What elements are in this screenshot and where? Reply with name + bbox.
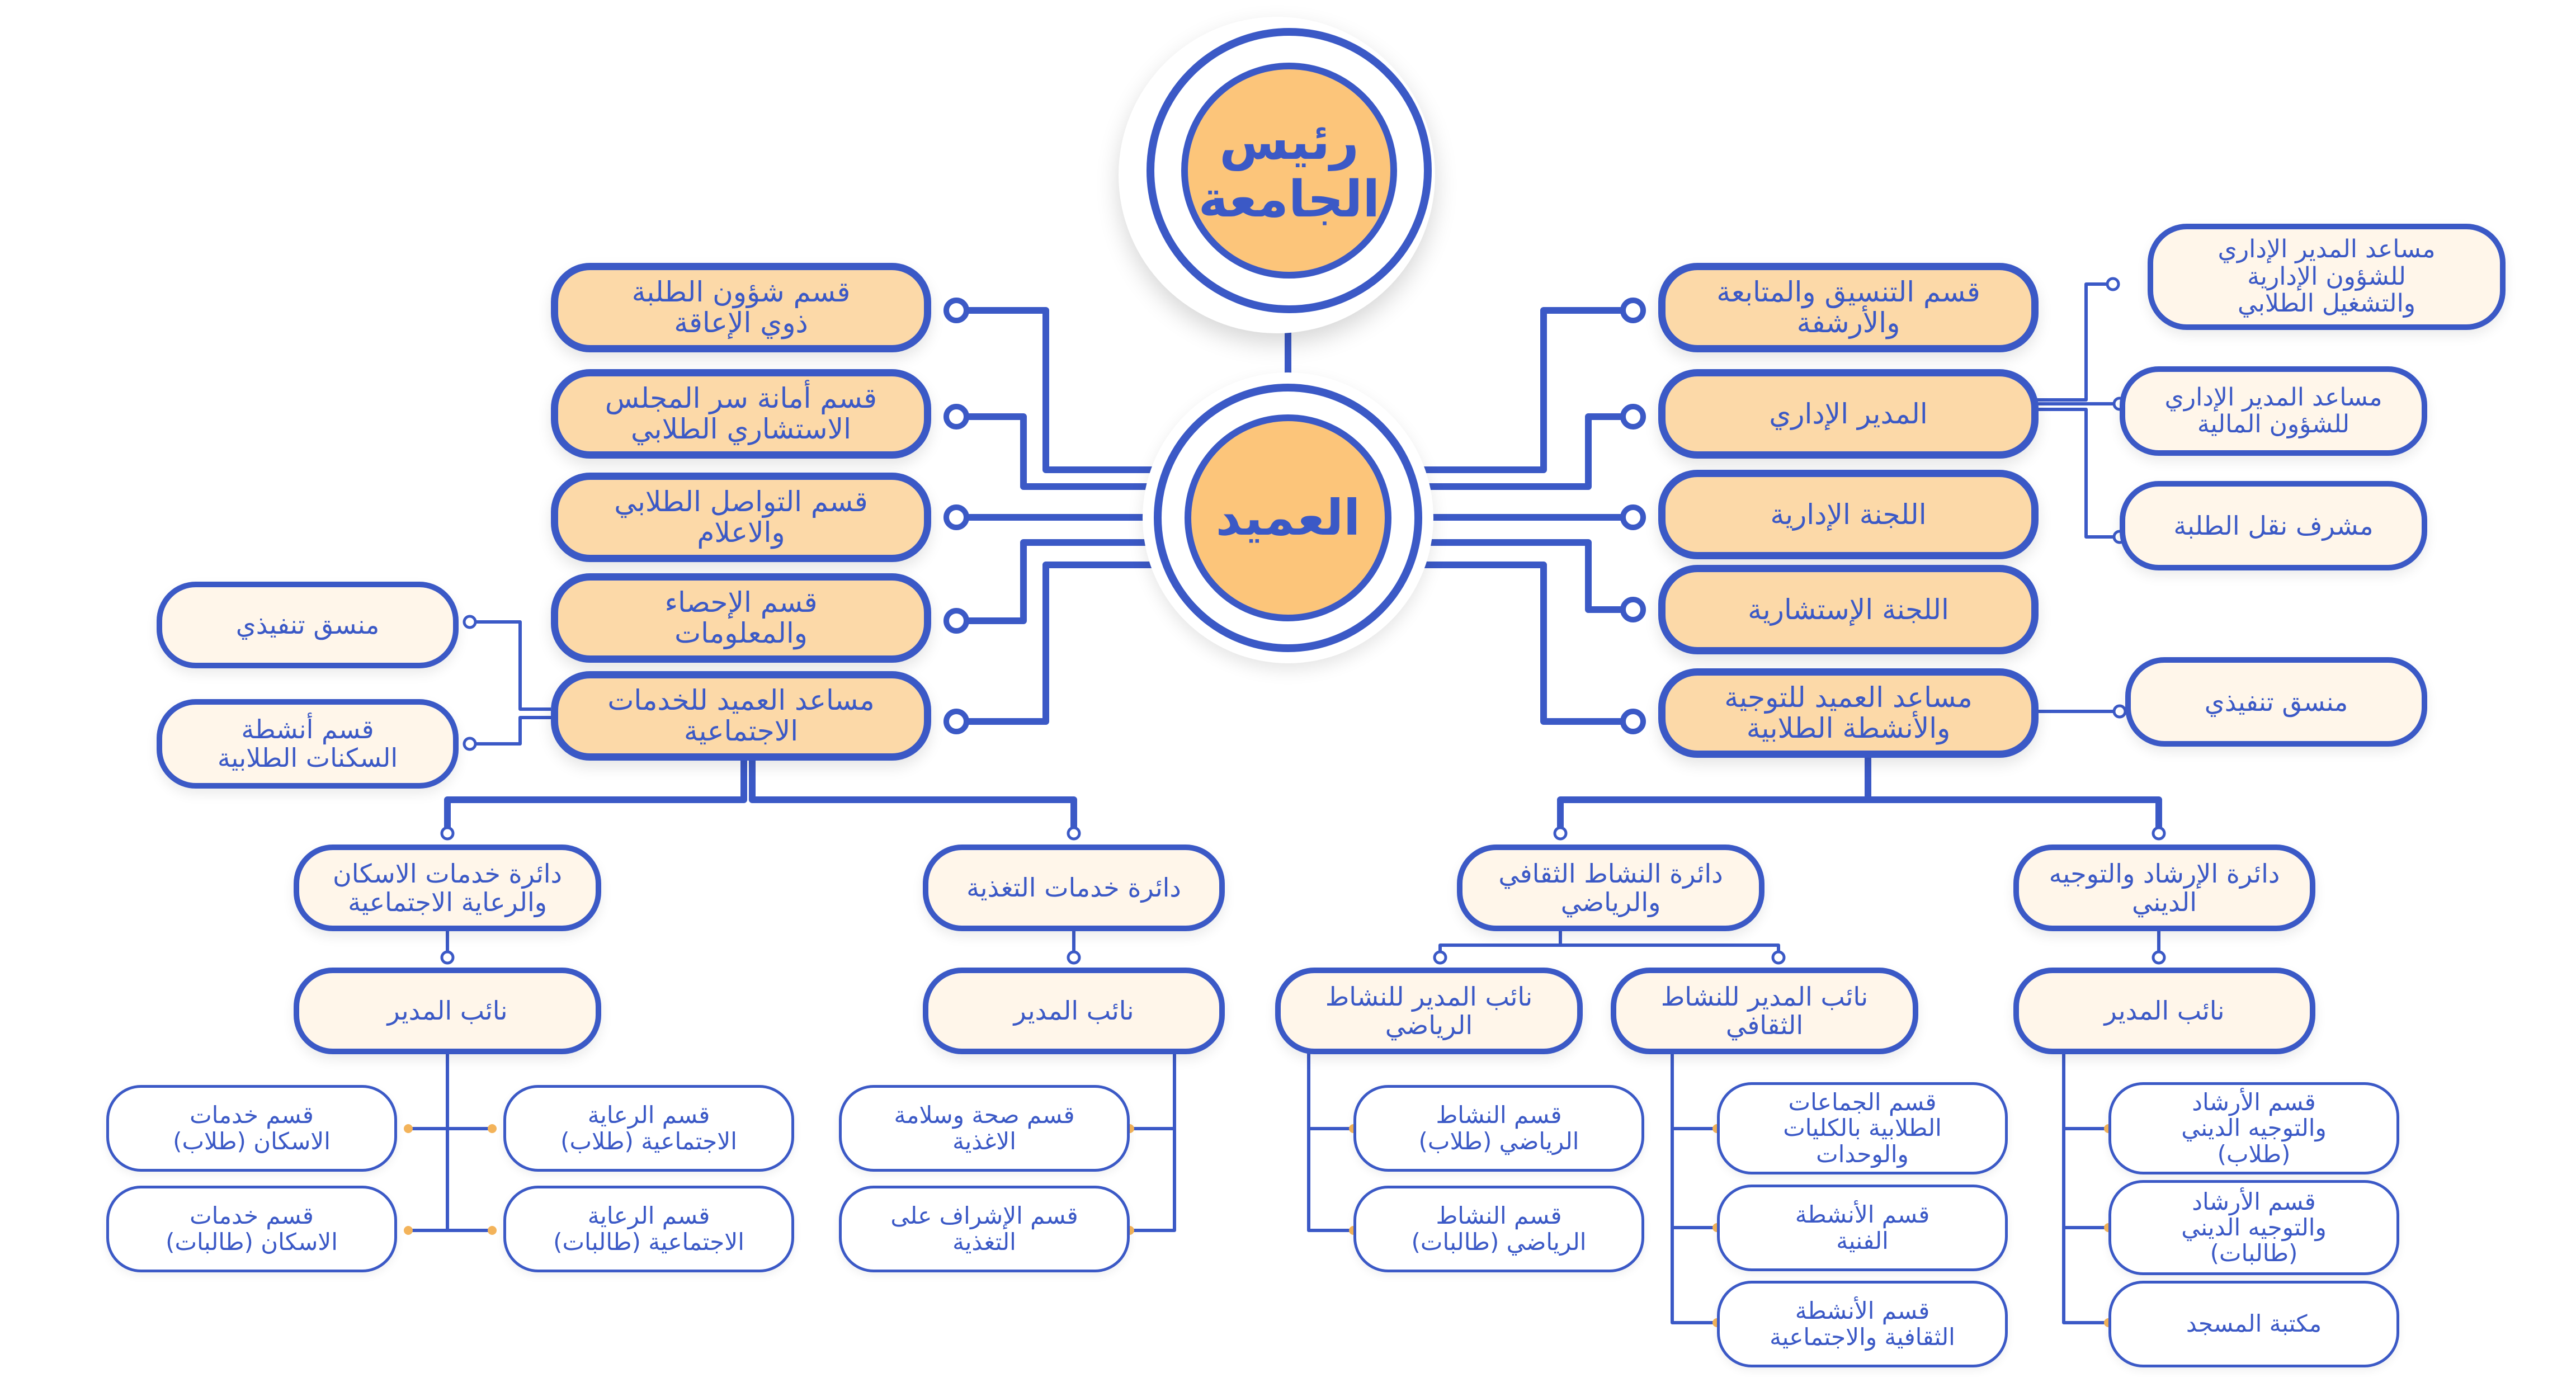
guidance-circle: دائرة الإرشاد والتوجيه الديني bbox=[2013, 845, 2315, 931]
left-unit-disability: قسم شؤون الطلبة ذوي الإعاقة bbox=[551, 263, 931, 352]
sports-deputy: نائب المدير للنشاط الرياضي bbox=[1275, 968, 1583, 1054]
religious-guidance-female-section: قسم الأرشاد والتوجيه الديني (طالبات) bbox=[2108, 1180, 2399, 1275]
admin-assistant-operations: مساعد المدير الإداري للشؤون الإدارية وال… bbox=[2148, 224, 2506, 330]
mosque-library-section: مكتبة المسجد bbox=[2108, 1281, 2399, 1367]
nutrition-circle: دائرة خدمات التغذية bbox=[923, 845, 1225, 931]
administrative-committee: اللجنة الإدارية bbox=[1658, 470, 2039, 559]
social-care-male-section: قسم الرعاية الاجتماعية (طلاب) bbox=[503, 1085, 794, 1172]
housing-male-section: قسم خدمات الاسكان (طلاب) bbox=[106, 1085, 397, 1172]
student-groups-section: قسم الجماعات الطلابية بالكليات والوحدات bbox=[1717, 1082, 2008, 1174]
transport-supervisor: مشرف نقل الطلبة bbox=[2120, 481, 2427, 570]
culture-deputy: نائب المدير للنشاط الثقافي bbox=[1611, 968, 1918, 1054]
social-services-assistant: مساعد العميد للخدمات الاجتماعية bbox=[551, 671, 931, 761]
admin-director: المدير الإداري bbox=[1658, 369, 2039, 459]
left-unit-statistics: قسم الإحصاء والمعلومات bbox=[551, 573, 931, 663]
religious-guidance-male-section: قسم الأرشاد والتوجيه الديني (طلاب) bbox=[2108, 1082, 2399, 1174]
dean-title: العميد bbox=[1215, 489, 1361, 547]
arts-section: قسم الأنشطة الفنية bbox=[1717, 1185, 2008, 1271]
guidance-activities-assistant: مساعد العميد للتوجية والأنشطة الطلابية bbox=[1658, 668, 2039, 758]
food-safety-section: قسم صحة وسلامة الاغذية bbox=[839, 1085, 1130, 1172]
guidance-executive-coordinator: منسق تنفيذي bbox=[2125, 657, 2427, 747]
left-unit-communication: قسم التواصل الطلابي والاعلام bbox=[551, 473, 931, 562]
guidance-deputy: نائب المدير bbox=[2013, 968, 2315, 1054]
nutrition-deputy: نائب المدير bbox=[923, 968, 1225, 1054]
housing-female-section: قسم خدمات الاسكان (طالبات) bbox=[106, 1186, 397, 1272]
social-care-female-section: قسم الرعاية الاجتماعية (طالبات) bbox=[503, 1186, 794, 1272]
right-unit-coordination: قسم التنسيق والمتابعة والأرشفة bbox=[1658, 263, 2039, 352]
president-title: رئيس الجامعة bbox=[1198, 112, 1380, 229]
left-unit-council-secretariat: قسم أمانة سر المجلس الاستشاري الطلابي bbox=[551, 369, 931, 459]
sports-male-section: قسم النشاط الرياضي (طلاب) bbox=[1353, 1085, 1644, 1172]
president-node: رئيس الجامعة bbox=[1181, 63, 1397, 279]
advisory-committee: اللجنة الإستشارية bbox=[1658, 565, 2039, 654]
housing-deputy: نائب المدير bbox=[294, 968, 601, 1054]
housing-activities-section: قسم أنشطة السكنات الطلابية bbox=[157, 699, 459, 789]
sports-female-section: قسم النشاط الرياضي (طالبات) bbox=[1353, 1186, 1644, 1272]
dean-node: العميد bbox=[1185, 414, 1391, 621]
social-executive-coordinator: منسق تنفيذي bbox=[157, 582, 459, 668]
admin-assistant-finance: مساعد المدير الإداري للشؤون المالية bbox=[2120, 366, 2427, 456]
culture-sports-circle: دائرة النشاط الثقافي والرياضي bbox=[1457, 845, 1764, 931]
cultural-social-section: قسم الأنشطة الثقافية والاجتماعية bbox=[1717, 1281, 2008, 1367]
housing-circle: دائرة خدمات الاسكان والرعاية الاجتماعية bbox=[294, 845, 601, 931]
nutrition-supervision-section: قسم الإشراف على التغذية bbox=[839, 1186, 1130, 1272]
